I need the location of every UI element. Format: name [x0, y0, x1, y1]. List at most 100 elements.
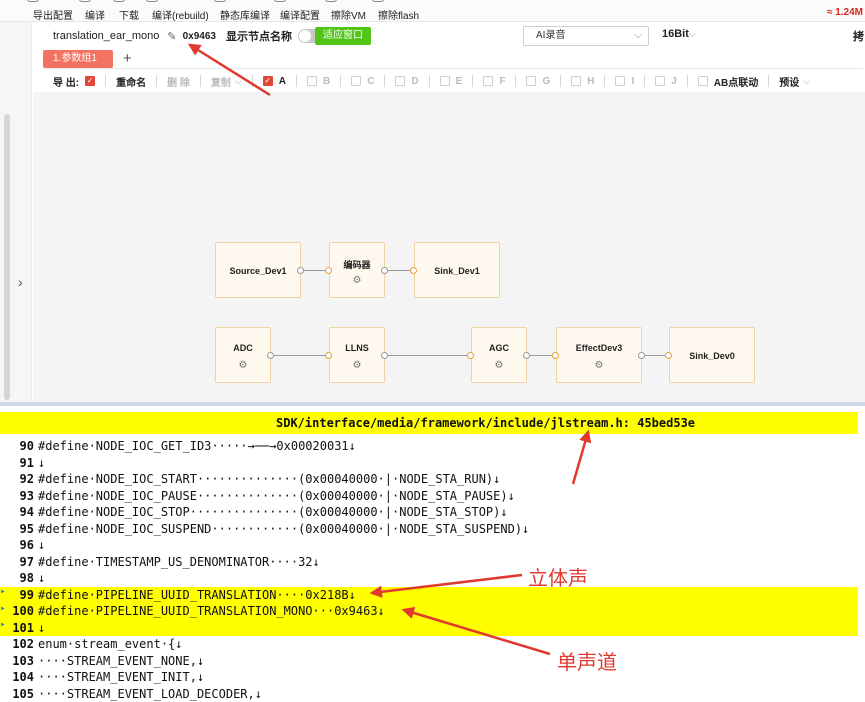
divider: [200, 75, 201, 87]
channel-j[interactable]: J: [655, 76, 677, 87]
code-line: 99#define·PIPELINE_UUID_TRANSLATION····0…: [0, 587, 858, 604]
node-encoder[interactable]: 编码器 ⚙: [329, 242, 385, 298]
line-text: #define·NODE_IOC_STOP···············(0x0…: [38, 504, 508, 521]
line-text: ····STREAM_EVENT_NONE,↓: [38, 653, 204, 670]
channel-c[interactable]: C: [351, 76, 374, 87]
channel-h[interactable]: H: [571, 76, 594, 87]
divider: [604, 75, 605, 87]
node-llns[interactable]: LLNS ⚙: [329, 327, 385, 383]
output-port[interactable]: [381, 352, 388, 359]
line-number: 100: [8, 603, 34, 620]
delete-button[interactable]: 删 除: [167, 74, 190, 89]
channel-h-checkbox[interactable]: [571, 76, 581, 86]
settings-gear-icon[interactable]: ⚙: [472, 360, 526, 371]
input-port[interactable]: [325, 352, 332, 359]
chevron-down-icon: ⌵: [803, 76, 810, 87]
edit-pencil-icon[interactable]: ✎: [167, 30, 176, 43]
bit-depth-value: 16Bit: [662, 28, 689, 40]
channel-i[interactable]: I: [615, 76, 634, 87]
divider: [560, 75, 561, 87]
code-line: 98↓: [0, 570, 858, 587]
code-line: 95#define·NODE_IOC_SUSPEND············(0…: [0, 521, 858, 538]
edge-llns-agc: [385, 355, 471, 356]
channel-f[interactable]: F: [483, 76, 505, 87]
expand-panel-icon[interactable]: ›: [18, 274, 23, 290]
code-viewer: SDK/interface/media/framework/include/jl…: [0, 402, 865, 692]
node-sink-dev1[interactable]: Sink_Dev1: [414, 242, 500, 298]
code-line: 96↓: [0, 537, 858, 554]
line-marker-icon: ▸: [0, 603, 8, 614]
channel-g[interactable]: G: [526, 76, 550, 87]
channel-label: A: [279, 76, 286, 87]
bit-depth-select[interactable]: 16Bit⌵: [662, 28, 696, 40]
output-port[interactable]: [267, 352, 274, 359]
vertical-scrollbar[interactable]: [4, 114, 10, 400]
line-number: 102: [8, 636, 34, 653]
input-port[interactable]: [552, 352, 559, 359]
output-port[interactable]: [638, 352, 645, 359]
chevron-down-icon: ⌵: [634, 27, 642, 45]
line-text: #define·PIPELINE_UUID_TRANSLATION····0x2…: [38, 587, 356, 604]
settings-gear-icon[interactable]: ⚙: [557, 360, 641, 371]
line-text: #define·NODE_IOC_START··············(0x0…: [38, 471, 500, 488]
add-tab-icon[interactable]: +: [123, 50, 132, 68]
channel-e-checkbox[interactable]: [440, 76, 450, 86]
export-checkbox[interactable]: ✓: [85, 76, 95, 86]
channel-e[interactable]: E: [440, 76, 463, 87]
output-port[interactable]: [523, 352, 530, 359]
input-port[interactable]: [410, 267, 417, 274]
erase-vm-icon: [325, 0, 337, 2]
rename-label: 重命名: [116, 74, 146, 89]
tab-divider: [43, 68, 863, 69]
preset-dropdown[interactable]: 预设⌵: [779, 74, 810, 89]
input-port[interactable]: [467, 352, 474, 359]
channel-f-checkbox[interactable]: [483, 76, 493, 86]
node-sink-dev0[interactable]: Sink_Dev0: [669, 327, 755, 383]
copy-button[interactable]: 复制⌵: [211, 74, 242, 89]
line-number: 101: [8, 620, 34, 637]
settings-gear-icon[interactable]: ⚙: [330, 275, 384, 286]
code-line: 97#define·TIMESTAMP_US_DENOMINATOR····32…: [0, 554, 858, 571]
channel-b[interactable]: B: [307, 76, 330, 87]
node-source-dev1[interactable]: Source_Dev1: [215, 242, 301, 298]
project-info-bar: translation_ear_mono ✎ 0x9463 显示节点名称: [53, 28, 326, 44]
channel-a[interactable]: ✓A: [263, 76, 286, 87]
channel-b-checkbox[interactable]: [307, 76, 317, 86]
node-agc[interactable]: AGC ⚙: [471, 327, 527, 383]
edge-adc-llns: [271, 355, 329, 356]
copy-label: 复制: [211, 74, 231, 89]
rename-button[interactable]: 重命名: [116, 74, 146, 89]
settings-gear-icon[interactable]: ⚙: [330, 360, 384, 371]
fit-window-button[interactable]: 适应窗口: [315, 27, 371, 45]
settings-gear-icon[interactable]: ⚙: [216, 360, 270, 371]
node-canvas[interactable]: Source_Dev1 编码器 ⚙ Sink_Dev1 ADC ⚙ LLNS ⚙…: [33, 92, 865, 402]
divider: [768, 75, 769, 87]
tab-param-group-1[interactable]: 1.参数组1: [43, 50, 113, 68]
node-effect-dev3[interactable]: EffectDev3 ⚙: [556, 327, 642, 383]
input-port[interactable]: [325, 267, 332, 274]
export-option[interactable]: 导 出: ✓: [53, 74, 95, 89]
channel-g-checkbox[interactable]: [526, 76, 536, 86]
divider: [156, 75, 157, 87]
channel-d-checkbox[interactable]: [395, 76, 405, 86]
net-speed: ≈ 1.24M: [827, 7, 863, 18]
channel-d[interactable]: D: [395, 76, 418, 87]
channel-c-checkbox[interactable]: [351, 76, 361, 86]
output-port[interactable]: [297, 267, 304, 274]
channel-label: I: [631, 76, 634, 87]
channel-j-checkbox[interactable]: [655, 76, 665, 86]
code-line: 104····STREAM_EVENT_INIT,↓: [0, 669, 858, 686]
node-adc[interactable]: ADC ⚙: [215, 327, 271, 383]
channel-i-checkbox[interactable]: [615, 76, 625, 86]
divider: [687, 75, 688, 87]
output-port[interactable]: [381, 267, 388, 274]
ab-link-checkbox[interactable]: [698, 76, 708, 86]
toolbar: 导出配置 编译 下载 编译(rebuild) 静态库编译 编译配置 擦除VM 擦…: [0, 0, 865, 22]
source-select[interactable]: AI录音 ⌵: [523, 26, 649, 46]
input-port[interactable]: [665, 352, 672, 359]
static-lib-icon: [214, 0, 226, 2]
channel-a-checkbox[interactable]: ✓: [263, 76, 273, 86]
project-name: translation_ear_mono: [53, 30, 159, 42]
code-line: 91↓: [0, 455, 858, 472]
ab-link-option[interactable]: AB点联动: [698, 74, 758, 89]
